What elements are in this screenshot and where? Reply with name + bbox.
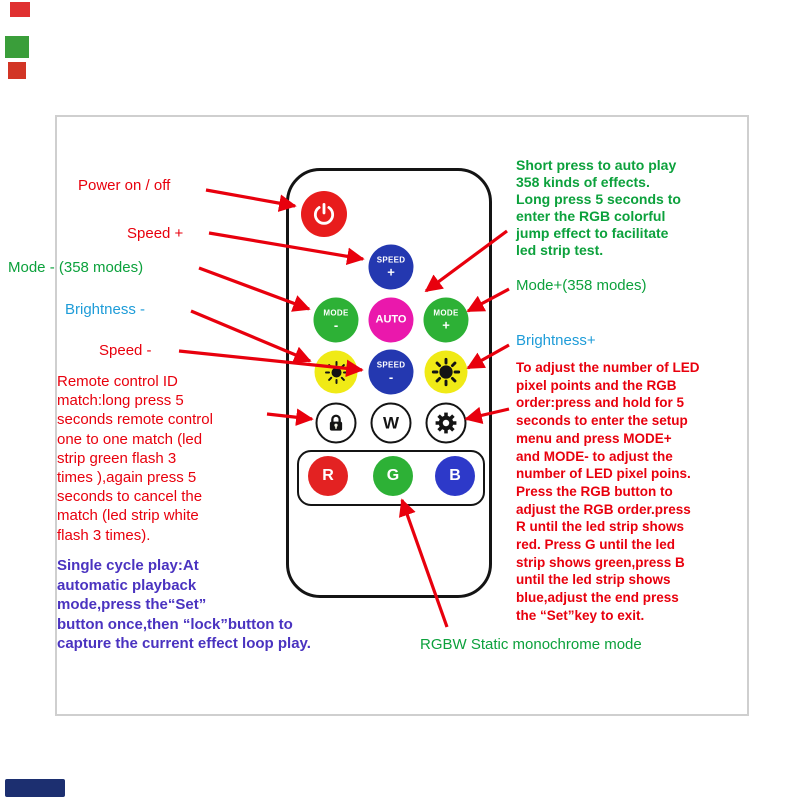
- speed-minus-button[interactable]: SPEED -: [368, 349, 414, 395]
- single-cycle-annotation: Single cycle play:At automatic playback …: [57, 557, 311, 652]
- green-button[interactable]: G: [373, 456, 413, 496]
- blue-button-label: B: [449, 467, 461, 484]
- brightness-minus-button[interactable]: [314, 350, 358, 394]
- speed-plus-annotation: Speed +: [127, 225, 184, 242]
- speed-plus-sign: +: [387, 264, 395, 279]
- watermark-logo: [5, 779, 65, 797]
- sun-icon: [324, 360, 348, 384]
- set-button[interactable]: [425, 402, 467, 444]
- rgbw-mode-annotation: RGBW Static monochrome mode: [420, 636, 642, 653]
- brightness-plus-annotation: Brightness+: [516, 332, 596, 349]
- red-button-label: R: [322, 467, 334, 484]
- speed-minus-annotation: Speed -: [99, 342, 152, 359]
- green-button-label: G: [386, 467, 400, 484]
- auto-label: AUTO: [375, 313, 407, 326]
- white-button-label: W: [382, 413, 400, 433]
- lock-icon: [325, 412, 348, 435]
- mode-plus-button[interactable]: MODE +: [423, 297, 469, 343]
- sun-icon: [431, 357, 461, 387]
- id-match-annotation: Remote control ID match:long press 5 sec…: [57, 373, 213, 544]
- brightness-plus-button[interactable]: [424, 350, 468, 394]
- speed-minus-label: SPEED: [376, 360, 406, 369]
- red-button[interactable]: R: [308, 456, 348, 496]
- mode-minus-button[interactable]: MODE -: [313, 297, 359, 343]
- mode-plus-sign: +: [442, 317, 450, 332]
- speed-plus-label: SPEED: [376, 255, 406, 264]
- mode-minus-sign: -: [333, 317, 339, 332]
- mode-plus-annotation: Mode+(358 modes): [516, 277, 647, 294]
- speed-minus-sign: -: [388, 369, 394, 384]
- white-button[interactable]: W: [370, 402, 412, 444]
- power-icon: [311, 201, 337, 227]
- power-annotation: Power on / off: [78, 177, 171, 194]
- brightness-minus-annotation: Brightness -: [65, 301, 146, 318]
- corner-artifact-green: [5, 36, 29, 58]
- mode-plus-label: MODE: [433, 308, 459, 317]
- mode-minus-label: MODE: [323, 308, 349, 317]
- auto-button[interactable]: AUTO: [368, 297, 414, 343]
- gear-icon: [434, 411, 459, 436]
- setup-annotation: To adjust the number of LED pixel points…: [516, 360, 700, 623]
- corner-artifact-red-2: [8, 62, 26, 79]
- remote-control: SPEED + MODE - AUTO MODE + SPEED -: [286, 168, 492, 598]
- speed-plus-button[interactable]: SPEED +: [368, 244, 414, 290]
- power-button[interactable]: [301, 191, 347, 237]
- mode-minus-annotation: Mode - (358 modes): [8, 259, 144, 276]
- blue-button[interactable]: B: [435, 456, 475, 496]
- corner-artifact-red: [10, 2, 30, 17]
- auto-play-annotation: Short press to auto play 358 kinds of ef…: [516, 157, 681, 258]
- rgb-button-group: [297, 450, 485, 506]
- lock-button[interactable]: [315, 402, 357, 444]
